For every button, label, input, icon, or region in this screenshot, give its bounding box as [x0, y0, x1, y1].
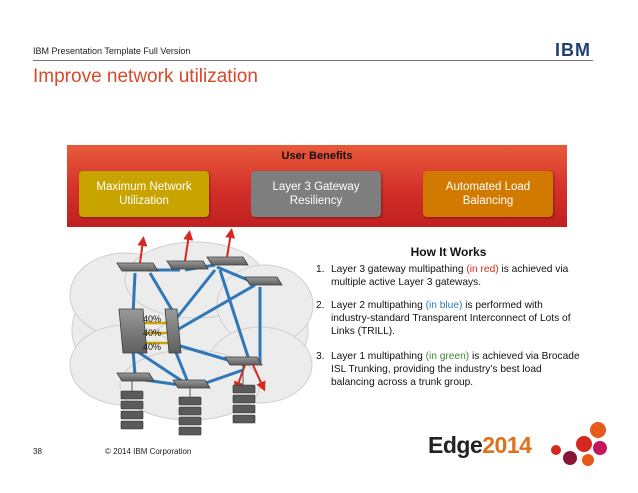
copyright: © 2014 IBM Corporation [105, 447, 192, 456]
benefit-label: Layer 3 Gateway Resiliency [272, 181, 360, 207]
step-text: is performed with industry-standard Tran… [331, 300, 571, 337]
benefit-label: Maximum Network Utilization [96, 181, 192, 207]
benefit-layer3-gateway-resiliency: Layer 3 Gateway Resiliency [251, 171, 381, 217]
step-highlight: (in green) [425, 351, 470, 362]
server-racks [120, 384, 256, 436]
layer3-gateway-arrows [137, 228, 266, 392]
trunk-label: 40% [143, 314, 161, 324]
layer2-links [131, 263, 262, 387]
event-year: 2014 [482, 432, 532, 458]
trunk-label: 40% [143, 328, 161, 338]
step-text: Layer 3 gateway multipathing [331, 264, 467, 275]
step-number: 3. [316, 351, 325, 362]
how-step: 1. Layer 3 gateway multipathing (in red)… [316, 263, 581, 289]
network-topology-diagram: 40% 40% 40% [69, 228, 314, 436]
user-benefits-panel: User Benefits Maximum Network Utilizatio… [67, 145, 567, 227]
trunk-label: 40% [143, 342, 161, 352]
slide-title: Improve network utilization [33, 66, 258, 87]
step-text: Layer 1 multipathing [331, 351, 426, 362]
step-text: is achieved via multiple active Layer 3 … [331, 264, 569, 288]
edge2014-logo: Edge2014 [428, 432, 532, 459]
benefit-label: Automated Load Balancing [445, 181, 531, 207]
switches [116, 256, 283, 389]
step-highlight: (in blue) [425, 300, 463, 311]
event-name: Edge [428, 432, 483, 458]
user-benefits-title: User Benefits [281, 150, 353, 162]
ibm-logo: IBM [555, 40, 591, 60]
step-number: 1. [316, 264, 325, 275]
step-highlight: (in red) [466, 264, 499, 275]
step-number: 2. [316, 300, 325, 311]
header-divider [33, 60, 593, 61]
benefit-maximum-network-utilization: Maximum Network Utilization [79, 171, 209, 217]
edge-dots-graphic [551, 422, 607, 466]
step-text: Layer 2 multipathing [331, 300, 426, 311]
step-text: is achieved via Brocade ISL Trunking, pr… [331, 351, 580, 388]
benefit-automated-load-balancing: Automated Load Balancing [423, 171, 553, 217]
how-it-works-title: How It Works [410, 245, 487, 259]
how-step: 2. Layer 2 multipathing (in blue) is per… [316, 299, 581, 338]
slide-number: 38 [33, 447, 42, 456]
how-step: 3. Layer 1 multipathing (in green) is ac… [316, 350, 581, 389]
template-label: IBM Presentation Template Full Version [33, 46, 191, 56]
